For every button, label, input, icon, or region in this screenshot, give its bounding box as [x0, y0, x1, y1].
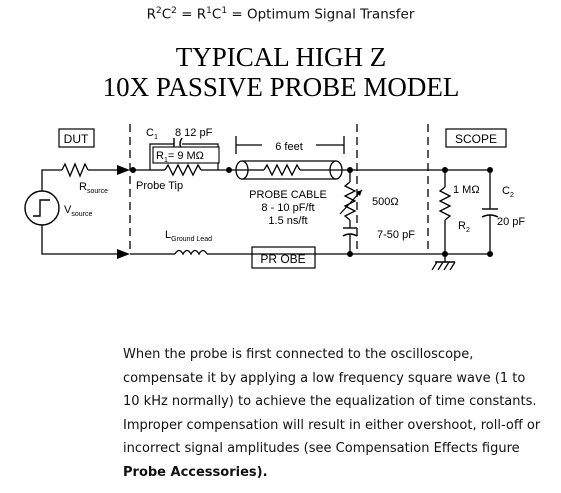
c2-label: C2 [502, 185, 514, 199]
source-wire-bottom [41, 225, 126, 255]
comp-adjust-arrowhead [356, 190, 362, 196]
cable-line2: 8 - 10 pF/ft [261, 202, 314, 214]
step-waveform-icon [33, 199, 50, 217]
probe-label: PR OBE [260, 252, 305, 266]
vsource-label: Vsource [64, 204, 92, 218]
description-paragraph: When the probe is first connected to the… [123, 343, 543, 484]
r1-label-box [152, 146, 220, 164]
ground-lead-inductor [174, 249, 208, 256]
voltage-source [24, 190, 60, 226]
c2-value: 20 pF [497, 216, 525, 228]
diagram-title-line2: 10X PASSIVE PROBE MODEL [103, 72, 460, 102]
probe-model-diagram: TYPICAL HIGH Z 10X PASSIVE PROBE MODEL D… [24, 42, 525, 271]
scope-r-value: 1 MΩ [453, 184, 480, 196]
scope-label: SCOPE [455, 132, 497, 146]
ground-hatch-3 [443, 261, 450, 271]
scope-box [445, 128, 507, 148]
cable-line3: 1.5 ns/ft [268, 215, 307, 227]
ground-tip-arrow [117, 249, 130, 259]
diagram-title-line1: TYPICAL HIGH Z [176, 42, 386, 72]
comp-resistor [343, 181, 357, 221]
probe-box [251, 246, 316, 269]
comp-resistor-value: 500Ω [372, 196, 399, 208]
c1-branch [149, 143, 174, 170]
cable-resistor [263, 163, 301, 177]
c1-label: C1 [146, 127, 158, 141]
ground-hatch-4 [449, 261, 456, 271]
ground-lead-label: LGround Lead [165, 229, 212, 243]
dut-box [58, 128, 95, 148]
r2-resistor [438, 186, 452, 221]
dut-label: DUT [64, 132, 89, 146]
r2-label: R2 [458, 220, 470, 234]
c1-value: 8 12 pF [175, 127, 213, 139]
r1-resistor [164, 163, 202, 177]
formula-caption: R2C2 = R1C1 = Optimum Signal Transfer [146, 6, 415, 23]
ground-hatch-2 [437, 261, 444, 271]
comp-cap-value: 7-50 pF [377, 229, 415, 241]
rsource-label: Rsource [79, 181, 108, 195]
cable-length: 6 feet [275, 141, 303, 153]
probe-tip-label: Probe Tip [136, 180, 183, 192]
r1-label: R1= 9 MΩ [156, 150, 204, 164]
ground-hatch-1 [431, 261, 438, 271]
cable-line1: PROBE CABLE [249, 189, 327, 201]
probe-accessories-link[interactable]: Probe Accessories). [123, 464, 268, 480]
rsource-resistor [61, 162, 89, 178]
source-wire-top [41, 169, 62, 191]
description-text: When the probe is first connected to the… [123, 347, 541, 456]
probe-tip-arrow [117, 165, 130, 175]
